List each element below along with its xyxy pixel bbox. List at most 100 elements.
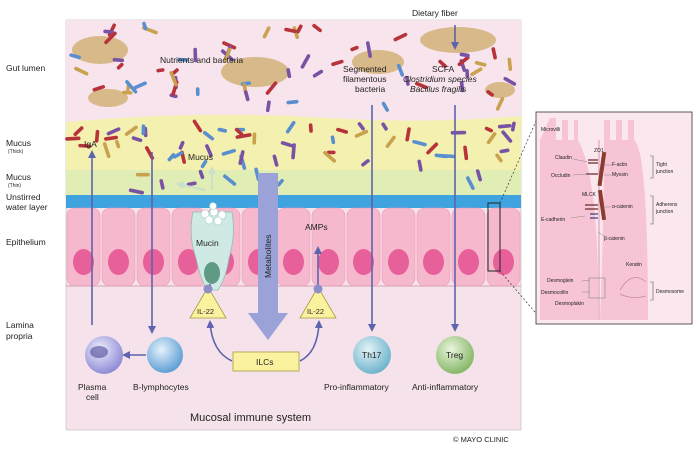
nutrients-bacteria-label: Nutrients and bacteria <box>160 55 243 65</box>
epithelial-cell <box>136 207 171 287</box>
bacterium <box>412 139 427 147</box>
bacterium <box>474 60 487 67</box>
treg-label: Treg <box>446 350 463 360</box>
bacterium <box>73 126 84 137</box>
amps-label: AMPs <box>305 222 328 232</box>
epithelial-cell <box>276 207 311 287</box>
mucus-center-label: Mucus <box>188 152 213 162</box>
bacterium <box>361 159 370 167</box>
bacterium <box>405 75 410 86</box>
plasma-cell <box>85 336 123 374</box>
bacterium <box>459 80 465 93</box>
bacterium <box>312 69 324 78</box>
left-labels: Gut lumen Mucus (Thick) Mucus (Thin) Uns… <box>5 63 48 341</box>
gut-lumen-label: Gut lumen <box>6 63 45 73</box>
desmosome-label: Desmosome <box>656 289 684 295</box>
bacterium <box>265 100 271 113</box>
bacterium <box>284 27 297 34</box>
bacterium <box>178 140 185 150</box>
mlck-label: MLCK <box>582 192 597 198</box>
bacterium <box>285 120 296 134</box>
bacterium <box>104 31 117 45</box>
tight-junction-inset: Microvilli ZO1 Claudin F-actin Occludin … <box>535 111 693 325</box>
sfb-label-3: bacteria <box>355 84 386 94</box>
e-cadherin-label: E-cadherin <box>541 217 565 223</box>
keratin-label: Keratin <box>626 262 642 268</box>
mucus-thick-sub: (Thick) <box>8 149 24 155</box>
bacterium <box>499 148 510 154</box>
bacterium <box>223 174 237 186</box>
mucus-thin-label: Mucus <box>6 172 31 182</box>
bacterium <box>308 123 313 133</box>
bacterium <box>354 129 369 138</box>
epithelial-cell <box>486 207 521 287</box>
ilcs-box <box>232 351 300 372</box>
bacterium <box>200 159 208 169</box>
bacterium <box>122 90 133 95</box>
center-labels: IgA Mucus Mucin Metabolites AMPs IL-22 I… <box>78 139 509 444</box>
epithelial-cell <box>451 207 486 287</box>
epithelial-cell <box>66 207 101 287</box>
il22-left <box>189 284 227 319</box>
unstirred-label-1: Unstirred <box>6 192 41 202</box>
bacterium <box>186 181 197 187</box>
mucin-label: Mucin <box>196 238 219 248</box>
bacterium <box>74 66 89 76</box>
bacterium <box>198 169 205 180</box>
bacterium <box>381 122 388 131</box>
b-lymphocytes-label: B-lymphocytes <box>133 382 189 392</box>
bacterium <box>234 127 244 137</box>
bacterium <box>300 54 311 69</box>
bacterium <box>65 136 81 141</box>
bacterium <box>222 41 237 50</box>
copyright-label: © MAYO CLINIC <box>453 435 509 444</box>
bacterium <box>326 150 336 155</box>
bacterium <box>331 59 344 67</box>
bacterium <box>291 143 296 160</box>
bacterium <box>104 135 118 141</box>
plasma-label-2: cell <box>86 392 99 402</box>
bacterium <box>177 57 189 62</box>
epithelial-cell <box>101 207 136 287</box>
bacterium <box>217 127 227 133</box>
bacterium <box>265 81 278 95</box>
iga-label: IgA <box>84 139 97 149</box>
bacterium <box>434 153 448 159</box>
th17-label: Th17 <box>362 350 382 360</box>
bacterium <box>124 125 138 137</box>
desmoglein-label: Desmoglein <box>547 278 574 284</box>
bacterium <box>102 142 111 159</box>
bacterium <box>465 69 470 79</box>
bacterium <box>438 59 447 68</box>
epithelial-cells <box>66 207 521 287</box>
bacterium <box>357 122 365 131</box>
anti-inflammatory-label: Anti-inflammatory <box>412 382 479 392</box>
bacterium <box>272 154 279 167</box>
bacterium <box>128 188 144 195</box>
bacterium <box>135 172 150 177</box>
bacterium <box>131 136 143 143</box>
bacterium <box>330 135 336 145</box>
sfb-label-1: Segmented <box>343 64 387 74</box>
bacterium <box>69 53 81 60</box>
bacterium <box>336 127 349 134</box>
lamina-label-2: propria <box>6 331 33 341</box>
desmoplakin-label: Desmoplakin <box>555 301 584 307</box>
bacterium <box>195 87 200 96</box>
bacterium <box>78 143 92 148</box>
bacterium <box>503 76 517 86</box>
mucus-thick-layer <box>66 114 521 170</box>
epithelium-label: Epithelium <box>6 237 46 247</box>
bacterium <box>133 81 147 90</box>
bacterium <box>159 179 165 190</box>
bacterium <box>405 127 411 142</box>
unstirred-water-layer <box>66 195 521 208</box>
beta-catenin-label: β-catenin <box>604 236 625 242</box>
microvilli-label: Microvilli <box>541 127 560 133</box>
tight-label-2: junction <box>655 169 673 175</box>
tight-label-1: Tight <box>656 162 668 168</box>
bacterium <box>457 55 470 67</box>
epithelial-cell <box>311 207 346 287</box>
